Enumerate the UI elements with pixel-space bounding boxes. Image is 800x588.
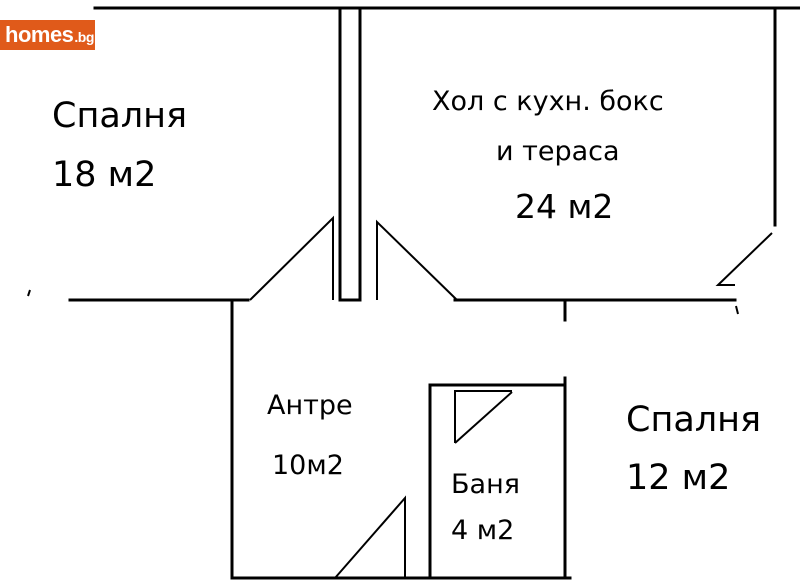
door-entrance-swing bbox=[334, 495, 406, 579]
bathroom-area: 4 м2 bbox=[451, 515, 515, 546]
living-name-line1: Хол с кухн. бокс bbox=[432, 86, 664, 117]
bedroom-large-area: 18 м2 bbox=[52, 155, 157, 195]
door-bath-leaf bbox=[454, 391, 513, 444]
homes-logo: homes.bg bbox=[0, 20, 95, 50]
mark-left bbox=[27, 289, 31, 297]
hall-area: 10м2 bbox=[272, 450, 344, 481]
door-bath-swing bbox=[454, 390, 512, 443]
bathroom-name: Баня bbox=[451, 469, 520, 500]
bedroom-small-name: Спалня bbox=[626, 400, 762, 440]
bedroom-large-name: Спалня bbox=[52, 96, 188, 136]
door-terrace-swing bbox=[715, 232, 773, 286]
living-name-line2: и тераса bbox=[496, 136, 620, 167]
logo-suffix: .bg bbox=[74, 29, 94, 45]
door-bedroom-swing bbox=[249, 215, 334, 301]
hall-name: Антре bbox=[267, 390, 353, 421]
bedroom-small-area: 12 м2 bbox=[626, 458, 731, 498]
mark-right bbox=[735, 305, 739, 315]
logo-text: homes bbox=[5, 22, 74, 47]
door-living-swing bbox=[376, 219, 458, 301]
living-area: 24 м2 bbox=[515, 187, 614, 226]
